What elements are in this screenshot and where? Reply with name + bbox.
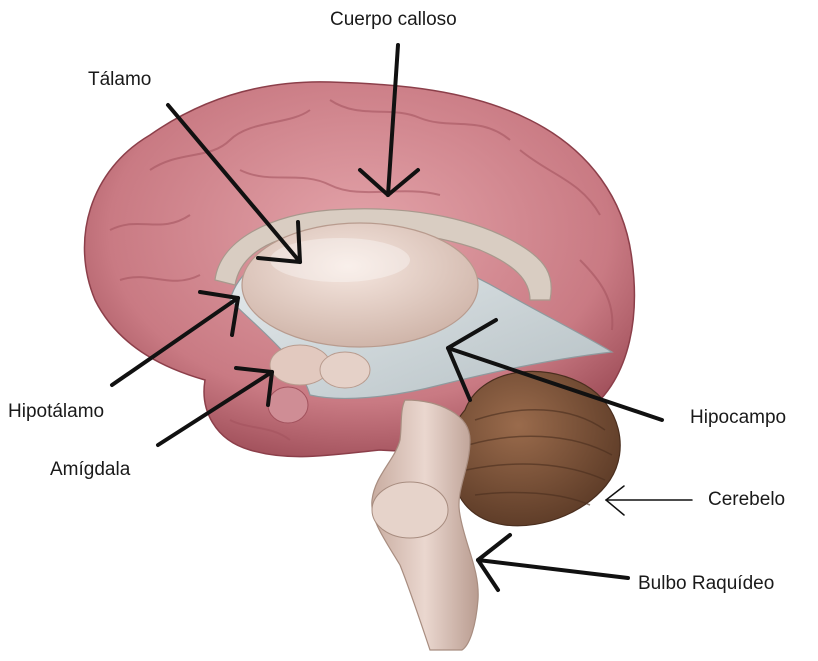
amygdala bbox=[268, 387, 308, 423]
mammillary-body bbox=[320, 352, 370, 388]
label-bulbo-raquideo: Bulbo Raquídeo bbox=[638, 574, 774, 593]
label-hipotalamo: Hipotálamo bbox=[8, 402, 104, 421]
pointer-cerebelo-group bbox=[606, 486, 692, 515]
pointer-bulbo bbox=[478, 560, 628, 578]
label-cerebelo: Cerebelo bbox=[708, 490, 785, 509]
pons bbox=[372, 482, 448, 538]
cerebellum bbox=[450, 371, 620, 525]
label-hipocampo: Hipocampo bbox=[690, 408, 786, 427]
label-talamo: Tálamo bbox=[88, 70, 151, 89]
label-cuerpo-calloso: Cuerpo calloso bbox=[330, 10, 457, 29]
label-amigdala: Amígdala bbox=[50, 460, 130, 479]
